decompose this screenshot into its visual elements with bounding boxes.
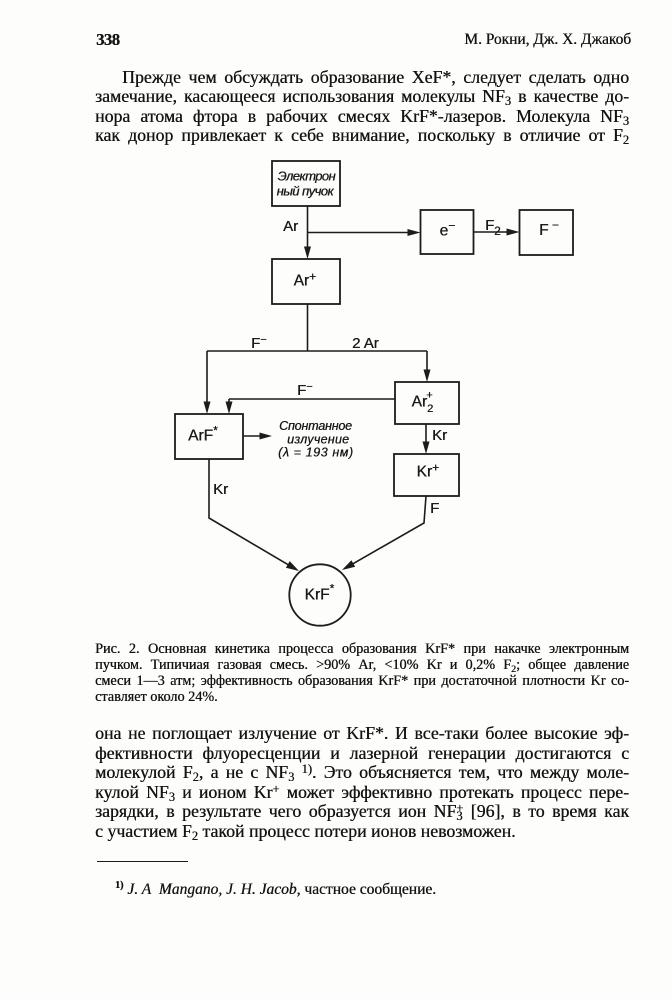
svg-text:F−: F− <box>251 334 267 352</box>
svg-text:Электрон: Электрон <box>278 169 336 184</box>
svg-text:F2: F2 <box>485 217 501 238</box>
svg-text:Kr: Kr <box>432 427 447 444</box>
svg-text:(λ = 193 нм): (λ = 193 нм) <box>278 446 353 460</box>
svg-text:ный пучок: ный пучок <box>277 184 335 199</box>
svg-text:F−: F− <box>297 381 313 399</box>
svg-text:излучение: излучение <box>287 433 349 447</box>
svg-text:Kr: Kr <box>213 481 228 498</box>
svg-text:Спонтанное: Спонтанное <box>279 419 352 433</box>
svg-text:e−: e− <box>440 219 456 240</box>
svg-text:Ar+: Ar+ <box>294 270 317 290</box>
svg-text:F −: F − <box>539 218 559 239</box>
svg-text:F: F <box>430 500 439 517</box>
svg-text:Ar2+: Ar2+ <box>412 390 434 416</box>
svg-text:2 Ar: 2 Ar <box>352 335 379 352</box>
svg-text:ArF*: ArF* <box>188 424 218 445</box>
svg-text:Kr+: Kr+ <box>417 461 440 481</box>
svg-text:Ar: Ar <box>283 218 298 235</box>
svg-text:KrF*: KrF* <box>305 582 335 604</box>
